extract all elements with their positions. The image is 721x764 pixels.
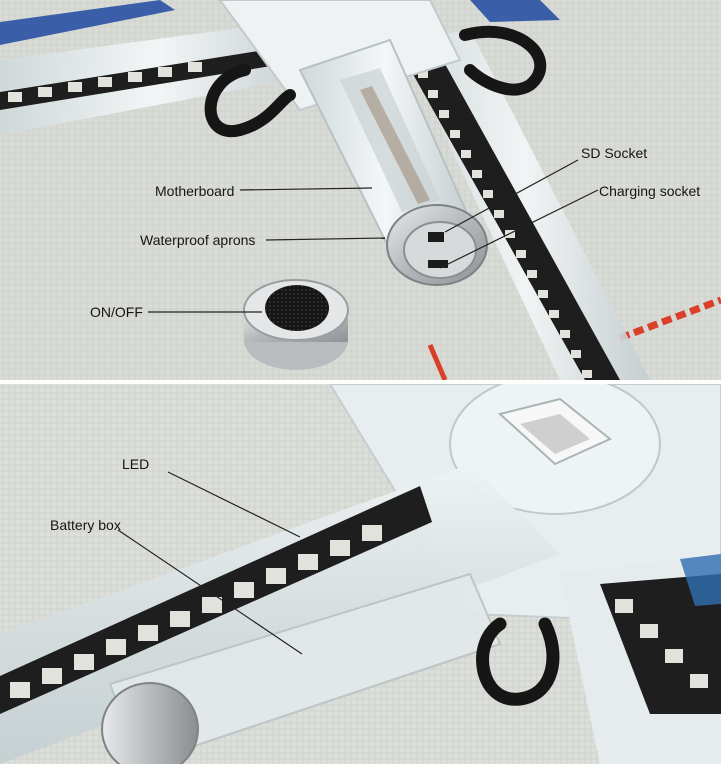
on-off-knob (243, 279, 349, 370)
red-stitch-line (618, 296, 721, 342)
bottom-photo (0, 384, 721, 764)
top-photo (0, 0, 721, 380)
black-hook (476, 617, 560, 706)
blue-tube (0, 0, 175, 45)
battery-box-label: Battery box (50, 517, 121, 533)
led-label: LED (122, 456, 150, 472)
blue-tube (470, 0, 560, 22)
panel-divider (0, 380, 721, 384)
waterproof-aprons-label: Waterproof aprons (140, 232, 256, 248)
motherboard-label: Motherboard (155, 183, 235, 199)
charging-socket-label: Charging socket (599, 183, 701, 199)
black-hook-right (459, 25, 547, 96)
sd-socket-label: SD Socket (581, 145, 648, 161)
charging-socket-port (428, 260, 448, 268)
right-lower-arm (560, 554, 721, 764)
battery-box-tube (101, 572, 502, 764)
clear-hub (218, 0, 462, 112)
sd-socket-slot (428, 232, 444, 242)
left-arm (0, 20, 315, 135)
bottom-photo-panel: LED Battery box (0, 384, 721, 764)
callout-lines (117, 471, 303, 655)
red-stitch-line (427, 344, 448, 380)
black-hook-left (204, 64, 296, 138)
clear-hub (328, 384, 721, 626)
led-chip-row (10, 525, 382, 698)
tube-end-cap (386, 204, 488, 286)
top-photo-panel: Motherboard Waterproof aprons ON/OFF SD … (0, 0, 721, 380)
callout-lines (148, 159, 599, 313)
on-off-label: ON/OFF (90, 304, 143, 320)
